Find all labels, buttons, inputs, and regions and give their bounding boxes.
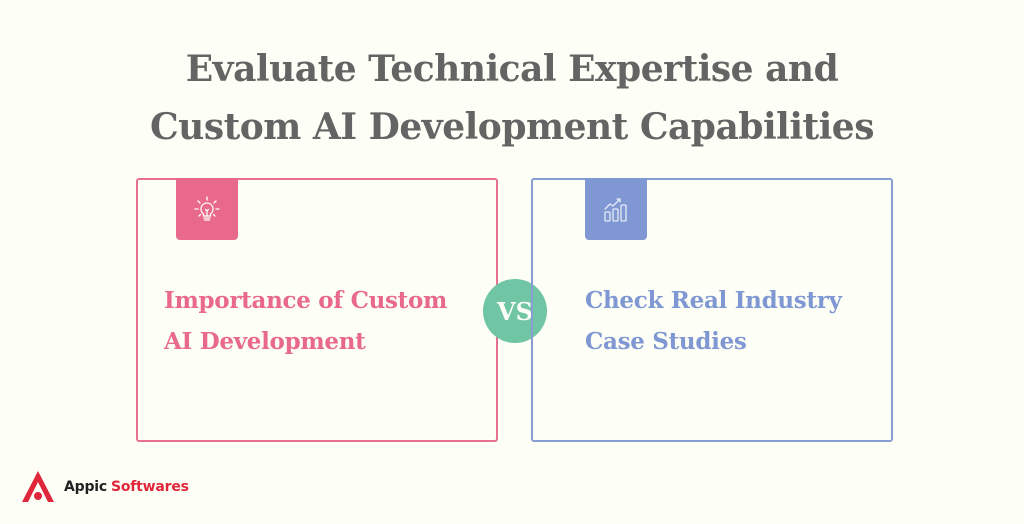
title-line-1: Evaluate Technical Expertise and bbox=[185, 48, 839, 90]
card-title: Importance of Custom AI Development bbox=[164, 280, 447, 362]
card-industry-case-studies: Check Real Industry Case Studies bbox=[531, 178, 893, 442]
title-line-2: Custom AI Development Capabilities bbox=[150, 106, 874, 148]
card-title-line-2: AI Development bbox=[164, 328, 366, 355]
card-title-line-1: Importance of Custom bbox=[164, 287, 448, 314]
brand-name-part1: Appic bbox=[64, 479, 107, 495]
card-title-line-2: Case Studies bbox=[585, 328, 747, 355]
lightbulb-icon bbox=[194, 196, 220, 221]
card-icon-box bbox=[585, 178, 647, 240]
bar-chart-growth-icon bbox=[604, 198, 627, 222]
card-icon-box bbox=[176, 178, 238, 240]
card-title: Check Real Industry Case Studies bbox=[585, 280, 842, 362]
appic-logo-icon bbox=[22, 471, 54, 502]
card-custom-ai-development: Importance of Custom AI Development bbox=[136, 178, 498, 442]
card-title-line-1: Check Real Industry bbox=[585, 287, 842, 314]
brand-name-part2: Softwares bbox=[110, 479, 189, 495]
versus-badge: VS bbox=[483, 279, 547, 343]
page-title: Evaluate Technical Expertise and Custom … bbox=[0, 40, 1024, 156]
